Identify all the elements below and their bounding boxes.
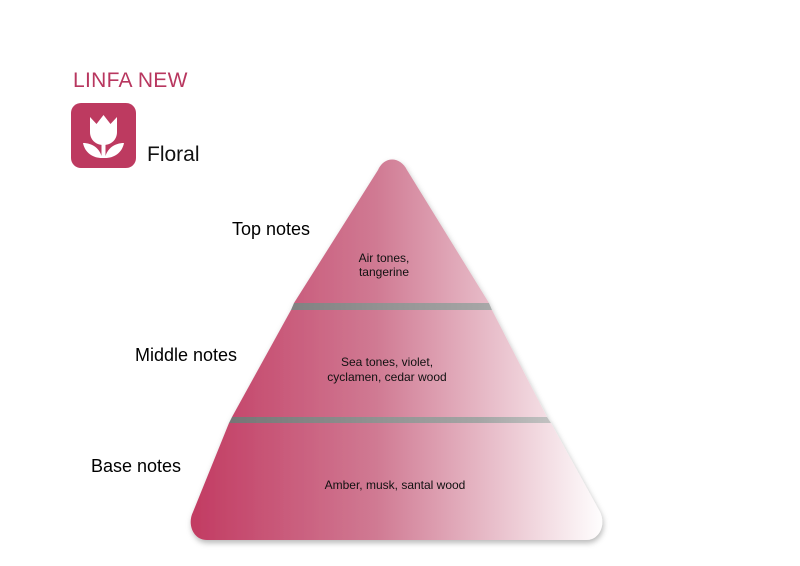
middle-notes-label: Middle notes xyxy=(135,345,238,365)
top-notes-line-2: tangerine xyxy=(359,265,409,279)
tulip-icon xyxy=(71,103,136,168)
separator-top-middle xyxy=(291,303,492,310)
top-notes-label: Top notes xyxy=(232,219,311,239)
category-label: Floral xyxy=(147,143,200,166)
middle-notes-tier xyxy=(232,310,547,417)
top-notes-line-1: Air tones, xyxy=(359,251,410,265)
base-notes-line-1: Amber, musk, santal wood xyxy=(325,478,466,492)
separator-middle-base xyxy=(229,417,551,423)
base-notes-label: Base notes xyxy=(91,456,182,476)
brand-name: LINFA NEW xyxy=(73,69,188,92)
middle-notes-line-1: Sea tones, violet, xyxy=(341,355,433,369)
middle-notes-line-2: cyclamen, cedar wood xyxy=(327,370,446,384)
top-notes-tier xyxy=(294,159,489,303)
base-notes-tier xyxy=(190,423,603,540)
